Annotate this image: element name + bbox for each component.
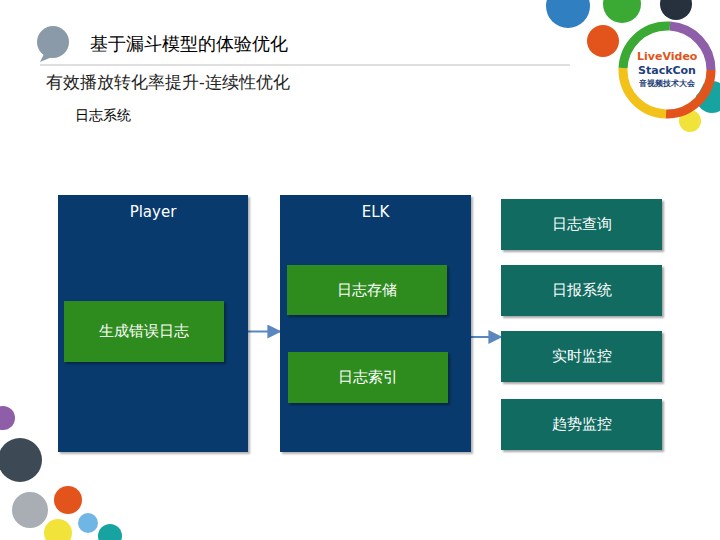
subtitle: 有效播放转化率提升-连续性优化 xyxy=(46,71,290,94)
flow-arrow xyxy=(471,336,501,338)
title-icon-tail xyxy=(40,54,52,62)
elk-panel: ELK 日志存储日志索引 xyxy=(280,195,471,452)
box-label: 生成错误日志 xyxy=(99,322,189,341)
bubble xyxy=(660,0,692,20)
output-box: 日志查询 xyxy=(501,199,662,250)
bubble xyxy=(12,492,48,528)
logo-text: StackCon xyxy=(637,64,697,77)
player-panel: Player 生成错误日志 xyxy=(58,195,248,452)
panel-heading: Player xyxy=(58,203,248,221)
box-label: 日报系统 xyxy=(552,281,612,300)
bubble xyxy=(0,438,42,482)
output-box: 趋势监控 xyxy=(501,399,662,450)
bubble xyxy=(98,524,122,540)
bubble xyxy=(603,0,641,23)
bubble xyxy=(587,25,619,57)
logo-text: 音视频技术大会 xyxy=(637,78,697,89)
bubble xyxy=(546,0,590,28)
box-label: 日志存储 xyxy=(337,281,397,300)
section-label: 日志系统 xyxy=(75,107,131,125)
panel-heading: ELK xyxy=(280,203,471,221)
title-icon xyxy=(37,26,69,58)
output-box: 日报系统 xyxy=(501,265,662,316)
logo-ring xyxy=(623,26,711,114)
bubble xyxy=(78,513,98,533)
process-box: 生成错误日志 xyxy=(64,301,224,362)
logo-text: LiveVideo xyxy=(637,50,697,63)
process-box: 日志存储 xyxy=(287,265,447,315)
bubble xyxy=(0,406,15,430)
box-label: 趋势监控 xyxy=(552,415,612,434)
title-rule xyxy=(40,65,570,66)
box-label: 日志查询 xyxy=(552,215,612,234)
bubble xyxy=(44,519,72,540)
bubble xyxy=(54,486,82,514)
box-label: 实时监控 xyxy=(552,347,612,366)
box-label: 日志索引 xyxy=(338,368,398,387)
process-box: 日志索引 xyxy=(288,352,448,403)
output-box: 实时监控 xyxy=(501,331,662,382)
slide-title: 基于漏斗模型的体验优化 xyxy=(90,32,288,56)
